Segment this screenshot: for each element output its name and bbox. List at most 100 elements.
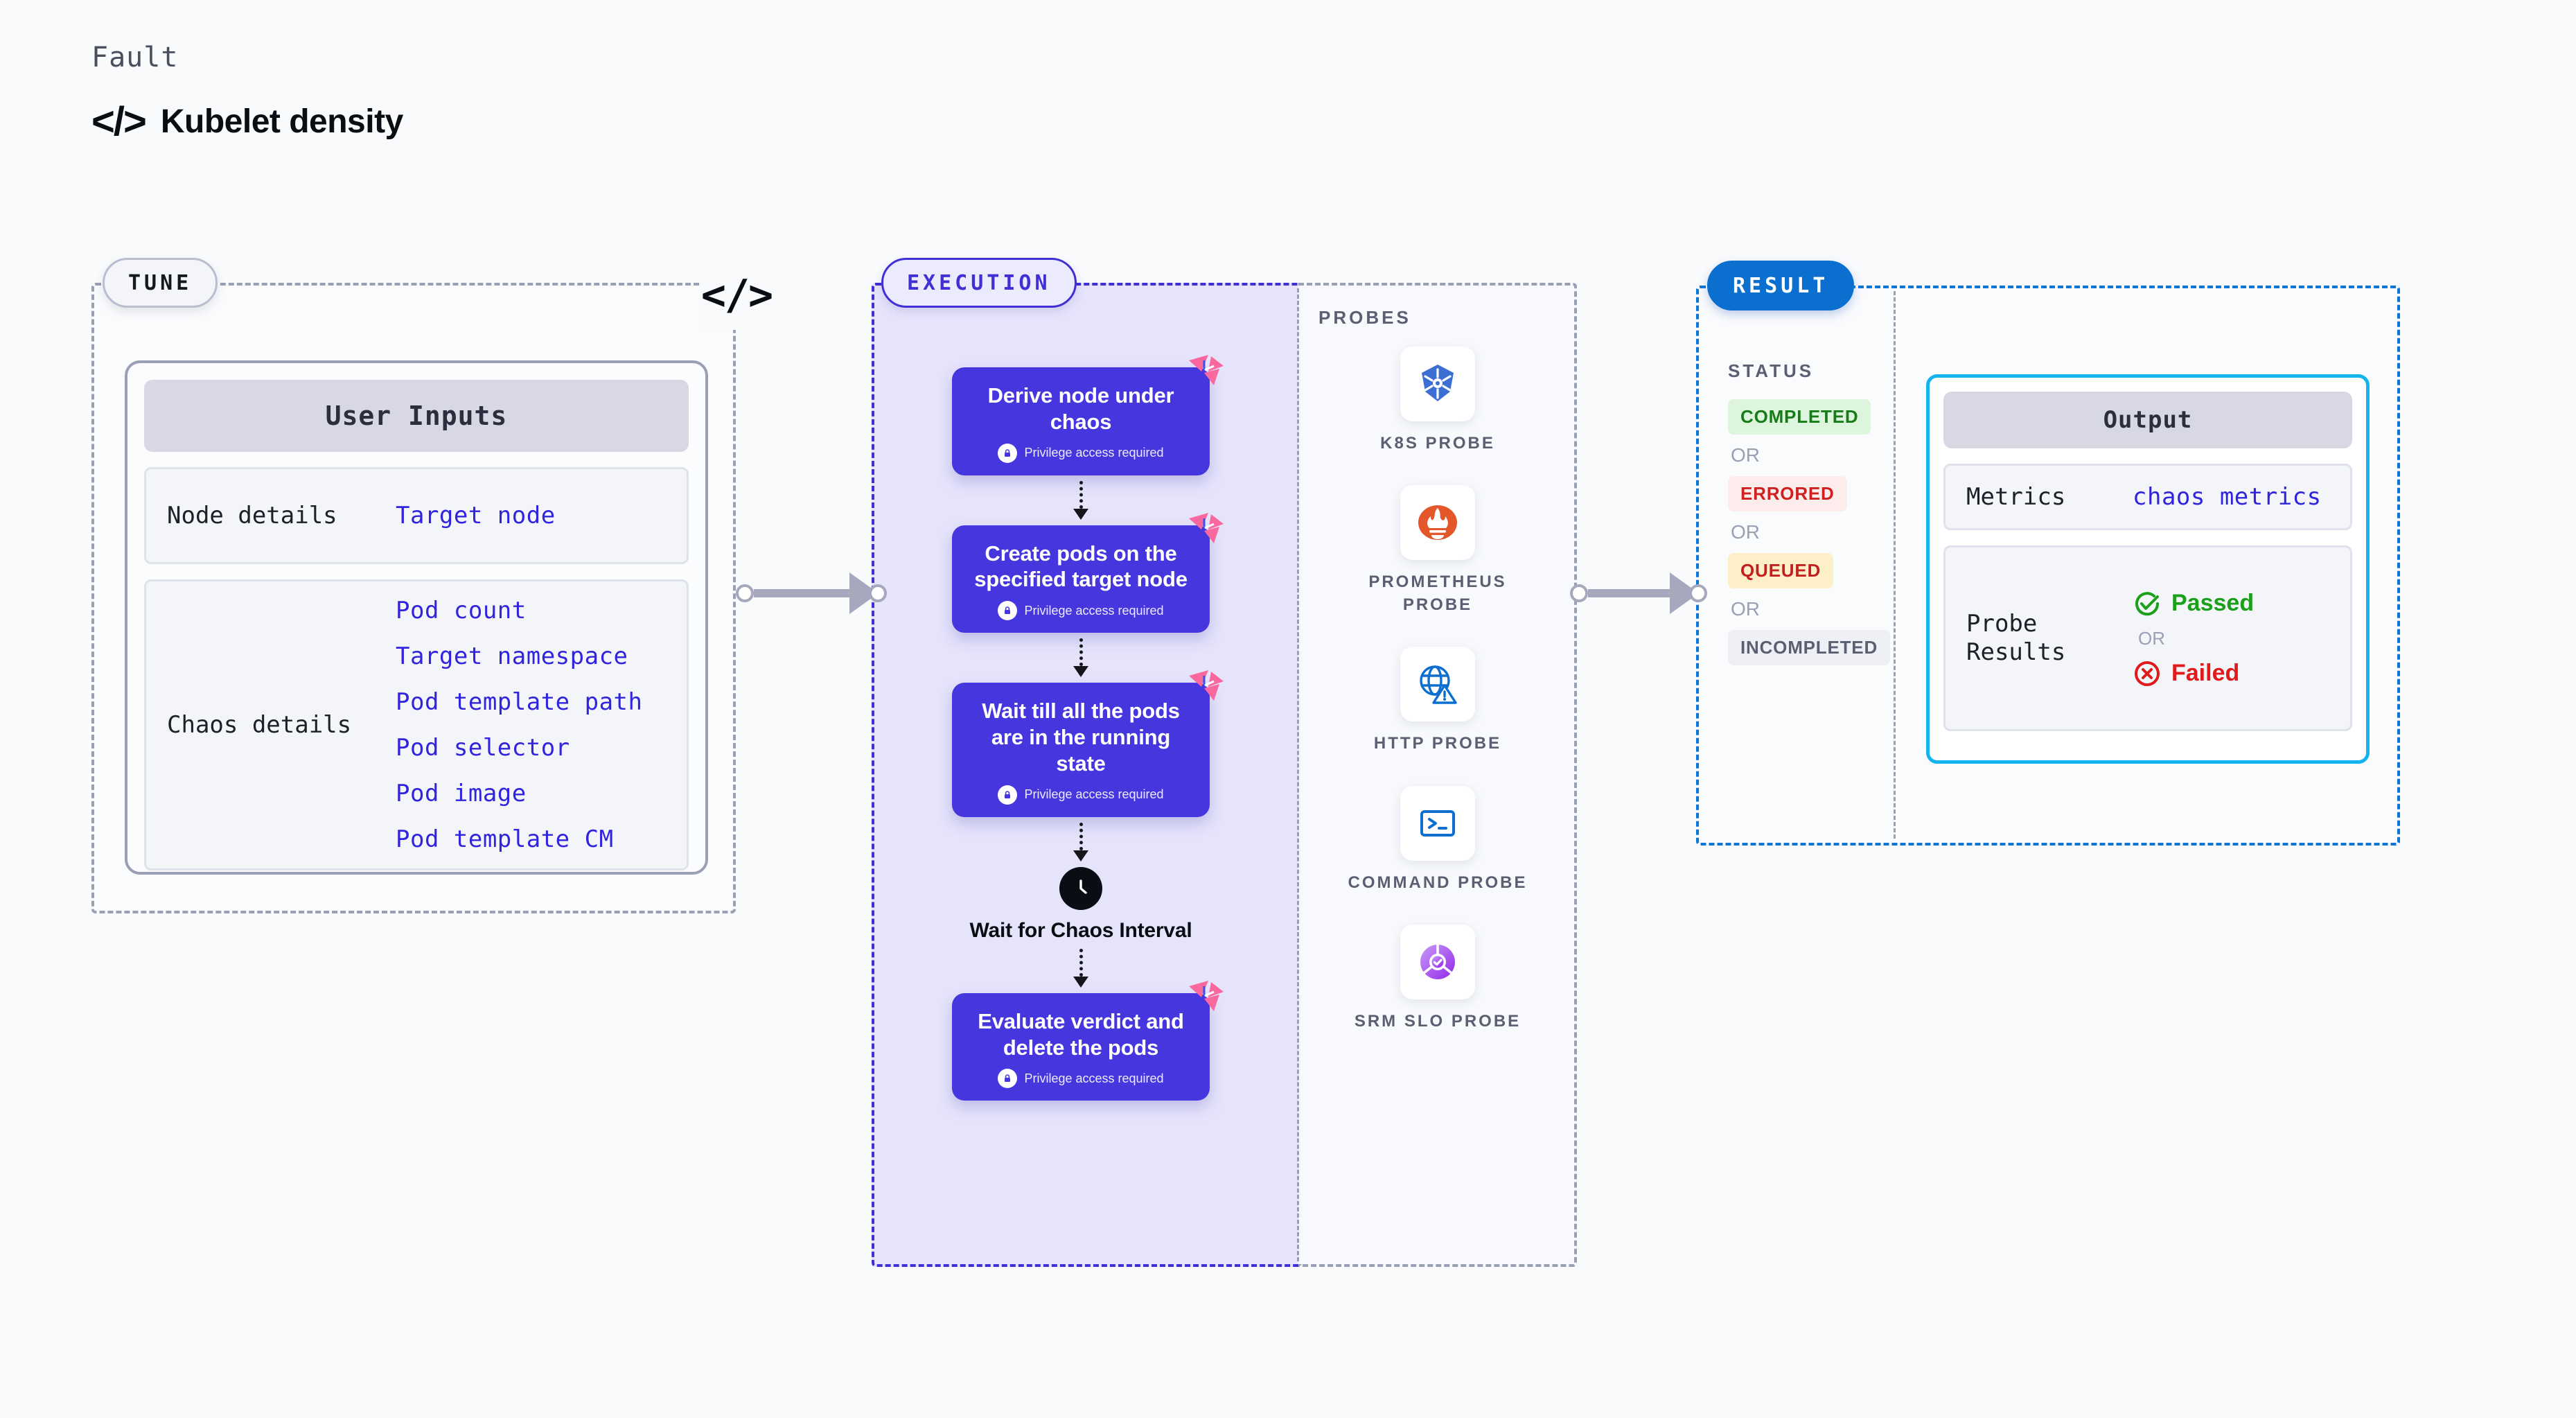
node-details-row: Node details Target node — [144, 467, 689, 564]
probe-item-k8s[interactable]: K8S PROBE — [1348, 347, 1528, 455]
output-metrics-row: Metrics chaos metrics — [1943, 464, 2352, 530]
probe-item-prometheus[interactable]: PROMETHEUS PROBE — [1348, 485, 1528, 616]
stage-badge-execution[interactable]: EXECUTION — [881, 258, 1077, 308]
connector-line — [754, 589, 851, 597]
probe-label: SRM SLO PROBE — [1354, 1011, 1521, 1031]
execution-step-title: Evaluate verdict and delete the pods — [978, 1008, 1184, 1060]
terminal-icon — [1400, 785, 1475, 861]
result-divider — [1894, 291, 1896, 839]
probes-divider — [1297, 288, 1299, 1261]
execution-step-card[interactable]: Evaluate verdict and delete the pods Pri… — [952, 980, 1224, 1101]
failed-label: Failed — [2171, 660, 2240, 686]
output-card: Output Metrics chaos metrics Probe Resul… — [1926, 374, 2370, 764]
user-inputs-card: User Inputs Node details Target node Cha… — [125, 360, 708, 875]
execution-step-card[interactable]: Create pods on the specified target node… — [952, 512, 1224, 633]
fault-eyebrow-label: Fault — [91, 42, 179, 73]
stage-badge-tune[interactable]: TUNE — [103, 258, 218, 308]
probe-label: K8S PROBE — [1380, 434, 1495, 453]
connector-dot-start — [1570, 584, 1588, 602]
execution-step-title: Create pods on the specified target node — [974, 541, 1188, 592]
flow-arrow — [1073, 948, 1088, 988]
title-row: </> Kubelet density — [91, 98, 403, 145]
chaos-details-key: Chaos details — [167, 710, 352, 739]
connector-tune-to-execution — [736, 572, 887, 614]
wait-interval-label: Wait for Chaos Interval — [969, 918, 1192, 942]
probe-label: COMMAND PROBE — [1348, 873, 1528, 892]
execution-step-title: Wait till all the pods are in the runnin… — [982, 699, 1180, 776]
http-globe-warning-icon — [1400, 647, 1475, 722]
privilege-note-text: Privilege access required — [1024, 603, 1164, 618]
node-details-values: Target node — [396, 502, 556, 529]
probe-results-key: Probe Results — [1966, 610, 2066, 666]
execution-step-title: Derive node under chaos — [987, 383, 1174, 434]
privilege-note-text: Privilege access required — [1024, 446, 1164, 460]
privilege-note: Privilege access required — [998, 601, 1164, 621]
or-separator: OR — [1731, 444, 1760, 466]
privilege-note-text: Privilege access required — [1024, 787, 1164, 802]
kubernetes-icon — [1400, 347, 1475, 421]
connector-dot-end — [869, 584, 887, 602]
litmus-logo-icon — [1189, 670, 1224, 701]
user-inputs-card-header: User Inputs — [144, 380, 689, 452]
lock-icon — [998, 785, 1018, 805]
probes-region — [1298, 283, 1577, 1267]
probe-results-values: Passed OR Failed — [2133, 589, 2254, 688]
chaos-details-row: Chaos details Pod count Target namespace… — [144, 579, 689, 870]
litmus-logo-icon — [1189, 512, 1224, 543]
probe-result-failed: Failed — [2133, 659, 2254, 688]
execution-step-card[interactable]: Derive node under chaos Privilege access… — [952, 355, 1224, 475]
probe-item-http[interactable]: HTTP PROBE — [1348, 647, 1528, 755]
probe-item-command[interactable]: COMMAND PROBE — [1348, 785, 1528, 894]
code-icon-border: </> — [701, 261, 773, 330]
litmus-logo-icon — [1189, 980, 1224, 1011]
status-badge-errored: ERRORED — [1728, 476, 1847, 511]
lock-icon — [998, 1069, 1018, 1089]
input-pod-image[interactable]: Pod image — [396, 780, 527, 807]
input-pod-template-cm[interactable]: Pod template CM — [396, 825, 614, 853]
stage-badge-result[interactable]: RESULT — [1707, 261, 1855, 310]
lock-icon — [998, 443, 1018, 463]
probe-label: HTTP PROBE — [1373, 734, 1502, 753]
execution-flow: Derive node under chaos Privilege access… — [949, 355, 1224, 1101]
flow-arrow — [1073, 638, 1088, 678]
connector-line — [1588, 589, 1671, 597]
code-icon: </> — [91, 99, 147, 144]
clock-icon — [1059, 866, 1102, 910]
check-circle-icon — [2135, 591, 2160, 615]
x-circle-icon — [2135, 660, 2160, 686]
privilege-note-text: Privilege access required — [1024, 1071, 1164, 1085]
connector-execution-to-result — [1570, 572, 1707, 614]
status-label: STATUS — [1728, 360, 1815, 381]
input-target-node[interactable]: Target node — [396, 502, 556, 529]
wait-for-chaos-interval-node: Wait for Chaos Interval — [969, 866, 1192, 943]
privilege-note: Privilege access required — [998, 1069, 1164, 1089]
privilege-note: Privilege access required — [998, 785, 1164, 805]
probes-label: PROBES — [1318, 307, 1411, 328]
probes-list: K8S PROBE PROMETHEUS PROBE — [1298, 347, 1577, 1033]
or-separator: OR — [2138, 627, 2165, 649]
input-pod-count[interactable]: Pod count — [396, 597, 527, 624]
status-list: COMPLETED OR ERRORED OR QUEUED OR INCOMP… — [1728, 399, 1891, 665]
status-badge-incompleted: INCOMPLETED — [1728, 630, 1891, 665]
connector-dot-end — [1689, 584, 1707, 602]
probe-result-passed: Passed — [2133, 589, 2254, 618]
probe-label: PROMETHEUS PROBE — [1368, 572, 1507, 614]
chaos-details-values: Pod count Target namespace Pod template … — [396, 597, 643, 853]
execution-step-card[interactable]: Wait till all the pods are in the runnin… — [952, 670, 1224, 817]
node-details-key: Node details — [167, 501, 337, 529]
status-badge-queued: QUEUED — [1728, 553, 1834, 588]
or-separator: OR — [1731, 598, 1760, 620]
lock-icon — [998, 601, 1018, 621]
or-separator: OR — [1731, 521, 1760, 543]
metrics-key: Metrics — [1966, 482, 2066, 511]
litmus-logo-icon — [1189, 355, 1224, 385]
output-card-header: Output — [1943, 392, 2352, 448]
prometheus-icon — [1400, 485, 1475, 561]
flow-arrow — [1073, 480, 1088, 520]
probe-item-srm-slo[interactable]: SRM SLO PROBE — [1348, 924, 1528, 1033]
input-pod-selector[interactable]: Pod selector — [396, 734, 570, 762]
input-target-namespace[interactable]: Target namespace — [396, 642, 628, 670]
metrics-value[interactable]: chaos metrics — [2133, 483, 2322, 511]
page-title: Kubelet density — [160, 103, 403, 140]
input-pod-template-path[interactable]: Pod template path — [396, 688, 643, 716]
